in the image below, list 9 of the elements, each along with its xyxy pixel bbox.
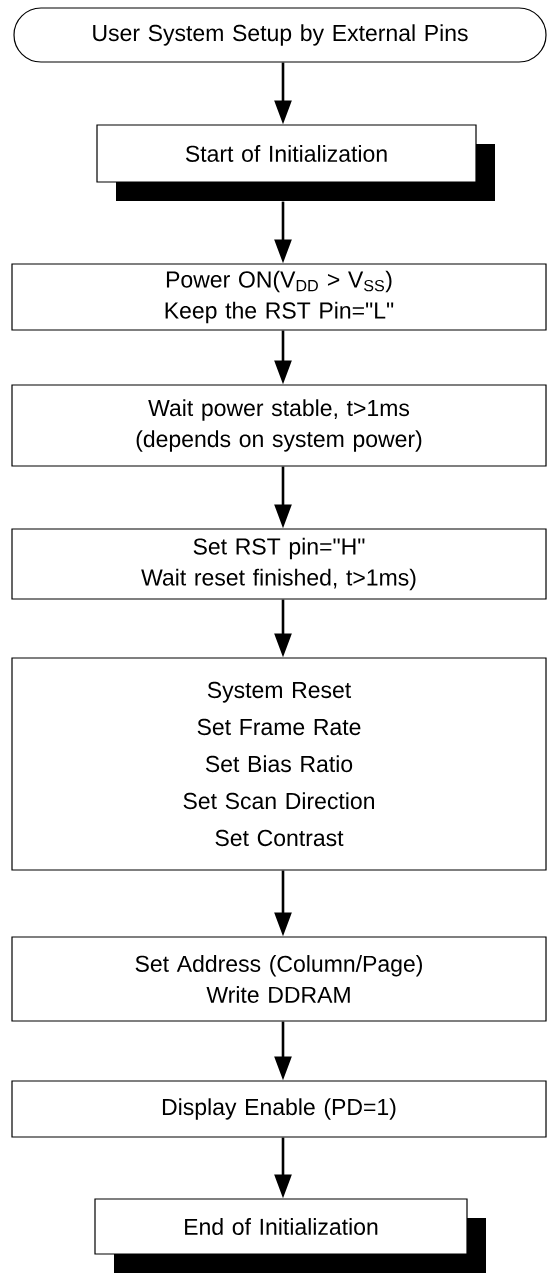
process-box: Display Enable (PD=1) — [11, 1080, 547, 1138]
process-box: System Reset Set Frame Rate Set Bias Ratio Set Scan Direction Set Contrast — [11, 657, 547, 871]
shadowed-box: End of Initialization — [94, 1198, 486, 1273]
process-box: Set Address (Column/Page) Write DDRAM — [11, 936, 547, 1022]
terminal-box: User System Setup by External Pins — [13, 7, 547, 63]
process-box: Set RST pin="H" Wait reset finished, t>1ms) — [11, 528, 547, 600]
process-box: Wait power stable, t>1ms (depends on system power) — [11, 384, 547, 467]
process-box: Power ON(V$_{DD}$ > V$_{SS}$) Keep the RST Pin="L" — [11, 263, 547, 331]
shadowed-box: Start of Initialization — [96, 124, 495, 201]
